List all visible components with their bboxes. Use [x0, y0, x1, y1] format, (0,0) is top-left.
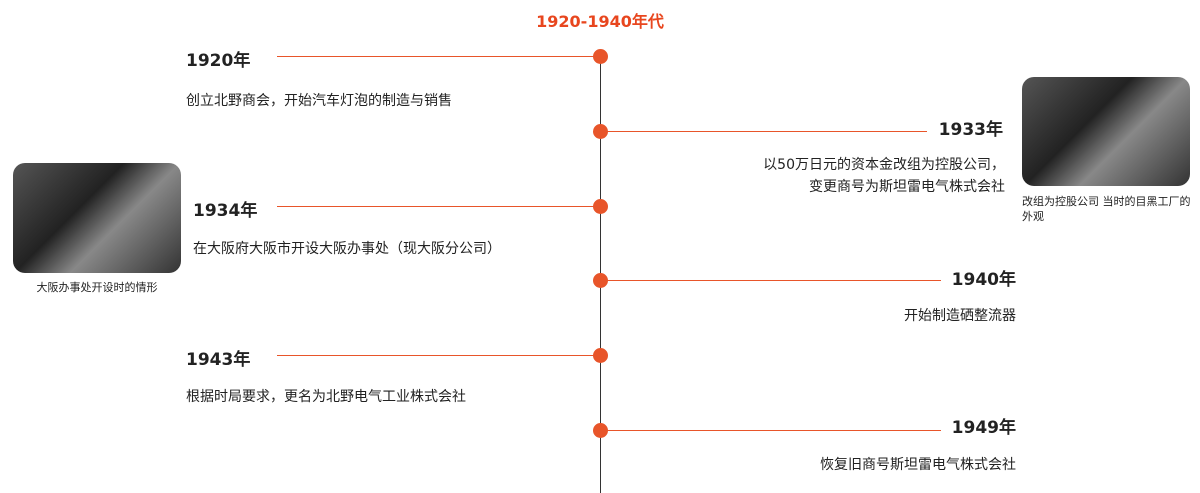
- timeline-dot: [593, 124, 608, 139]
- timeline-dot: [593, 273, 608, 288]
- photo-caption: 改组为控股公司 当时的目黑工厂的外观: [1022, 195, 1191, 223]
- connector-line: [601, 280, 941, 281]
- photo-caption: 大阪办事处开设时的情形: [36, 281, 158, 294]
- connector-line: [601, 430, 941, 431]
- event-desc: 恢复旧商号斯坦雷电气株式会社: [820, 457, 1016, 473]
- event-year: 1940年: [951, 270, 1016, 290]
- timeline-dot: [593, 423, 608, 438]
- section-title: 1920-1940年代: [536, 12, 664, 31]
- event-year: 1934年: [193, 201, 258, 221]
- event-year: 1943年: [186, 350, 251, 370]
- event-desc: 在大阪府大阪市开设大阪办事处（现大阪分公司）: [193, 241, 501, 257]
- event-year: 1920年: [186, 51, 251, 71]
- event-year: 1949年: [951, 418, 1016, 438]
- event-desc: 根据时局要求，更名为北野电气工业株式会社: [186, 389, 466, 405]
- event-desc: 创立北野商会，开始汽车灯泡的制造与销售: [186, 93, 452, 109]
- connector-line: [277, 355, 601, 356]
- connector-line: [601, 131, 927, 132]
- meguro-factory-photo: [1022, 77, 1190, 186]
- connector-line: [277, 56, 601, 57]
- event-desc-line: 变更商号为斯坦雷电气株式会社: [809, 179, 1005, 195]
- osaka-office-photo: [13, 163, 181, 273]
- event-desc-line: 以50万日元的资本金改组为控股公司，: [763, 157, 1005, 173]
- event-desc: 以50万日元的资本金改组为控股公司， 变更商号为斯坦雷电气株式会社: [763, 154, 1005, 198]
- event-year: 1933年: [938, 120, 1003, 140]
- event-desc: 开始制造硒整流器: [904, 308, 1016, 324]
- connector-line: [277, 206, 601, 207]
